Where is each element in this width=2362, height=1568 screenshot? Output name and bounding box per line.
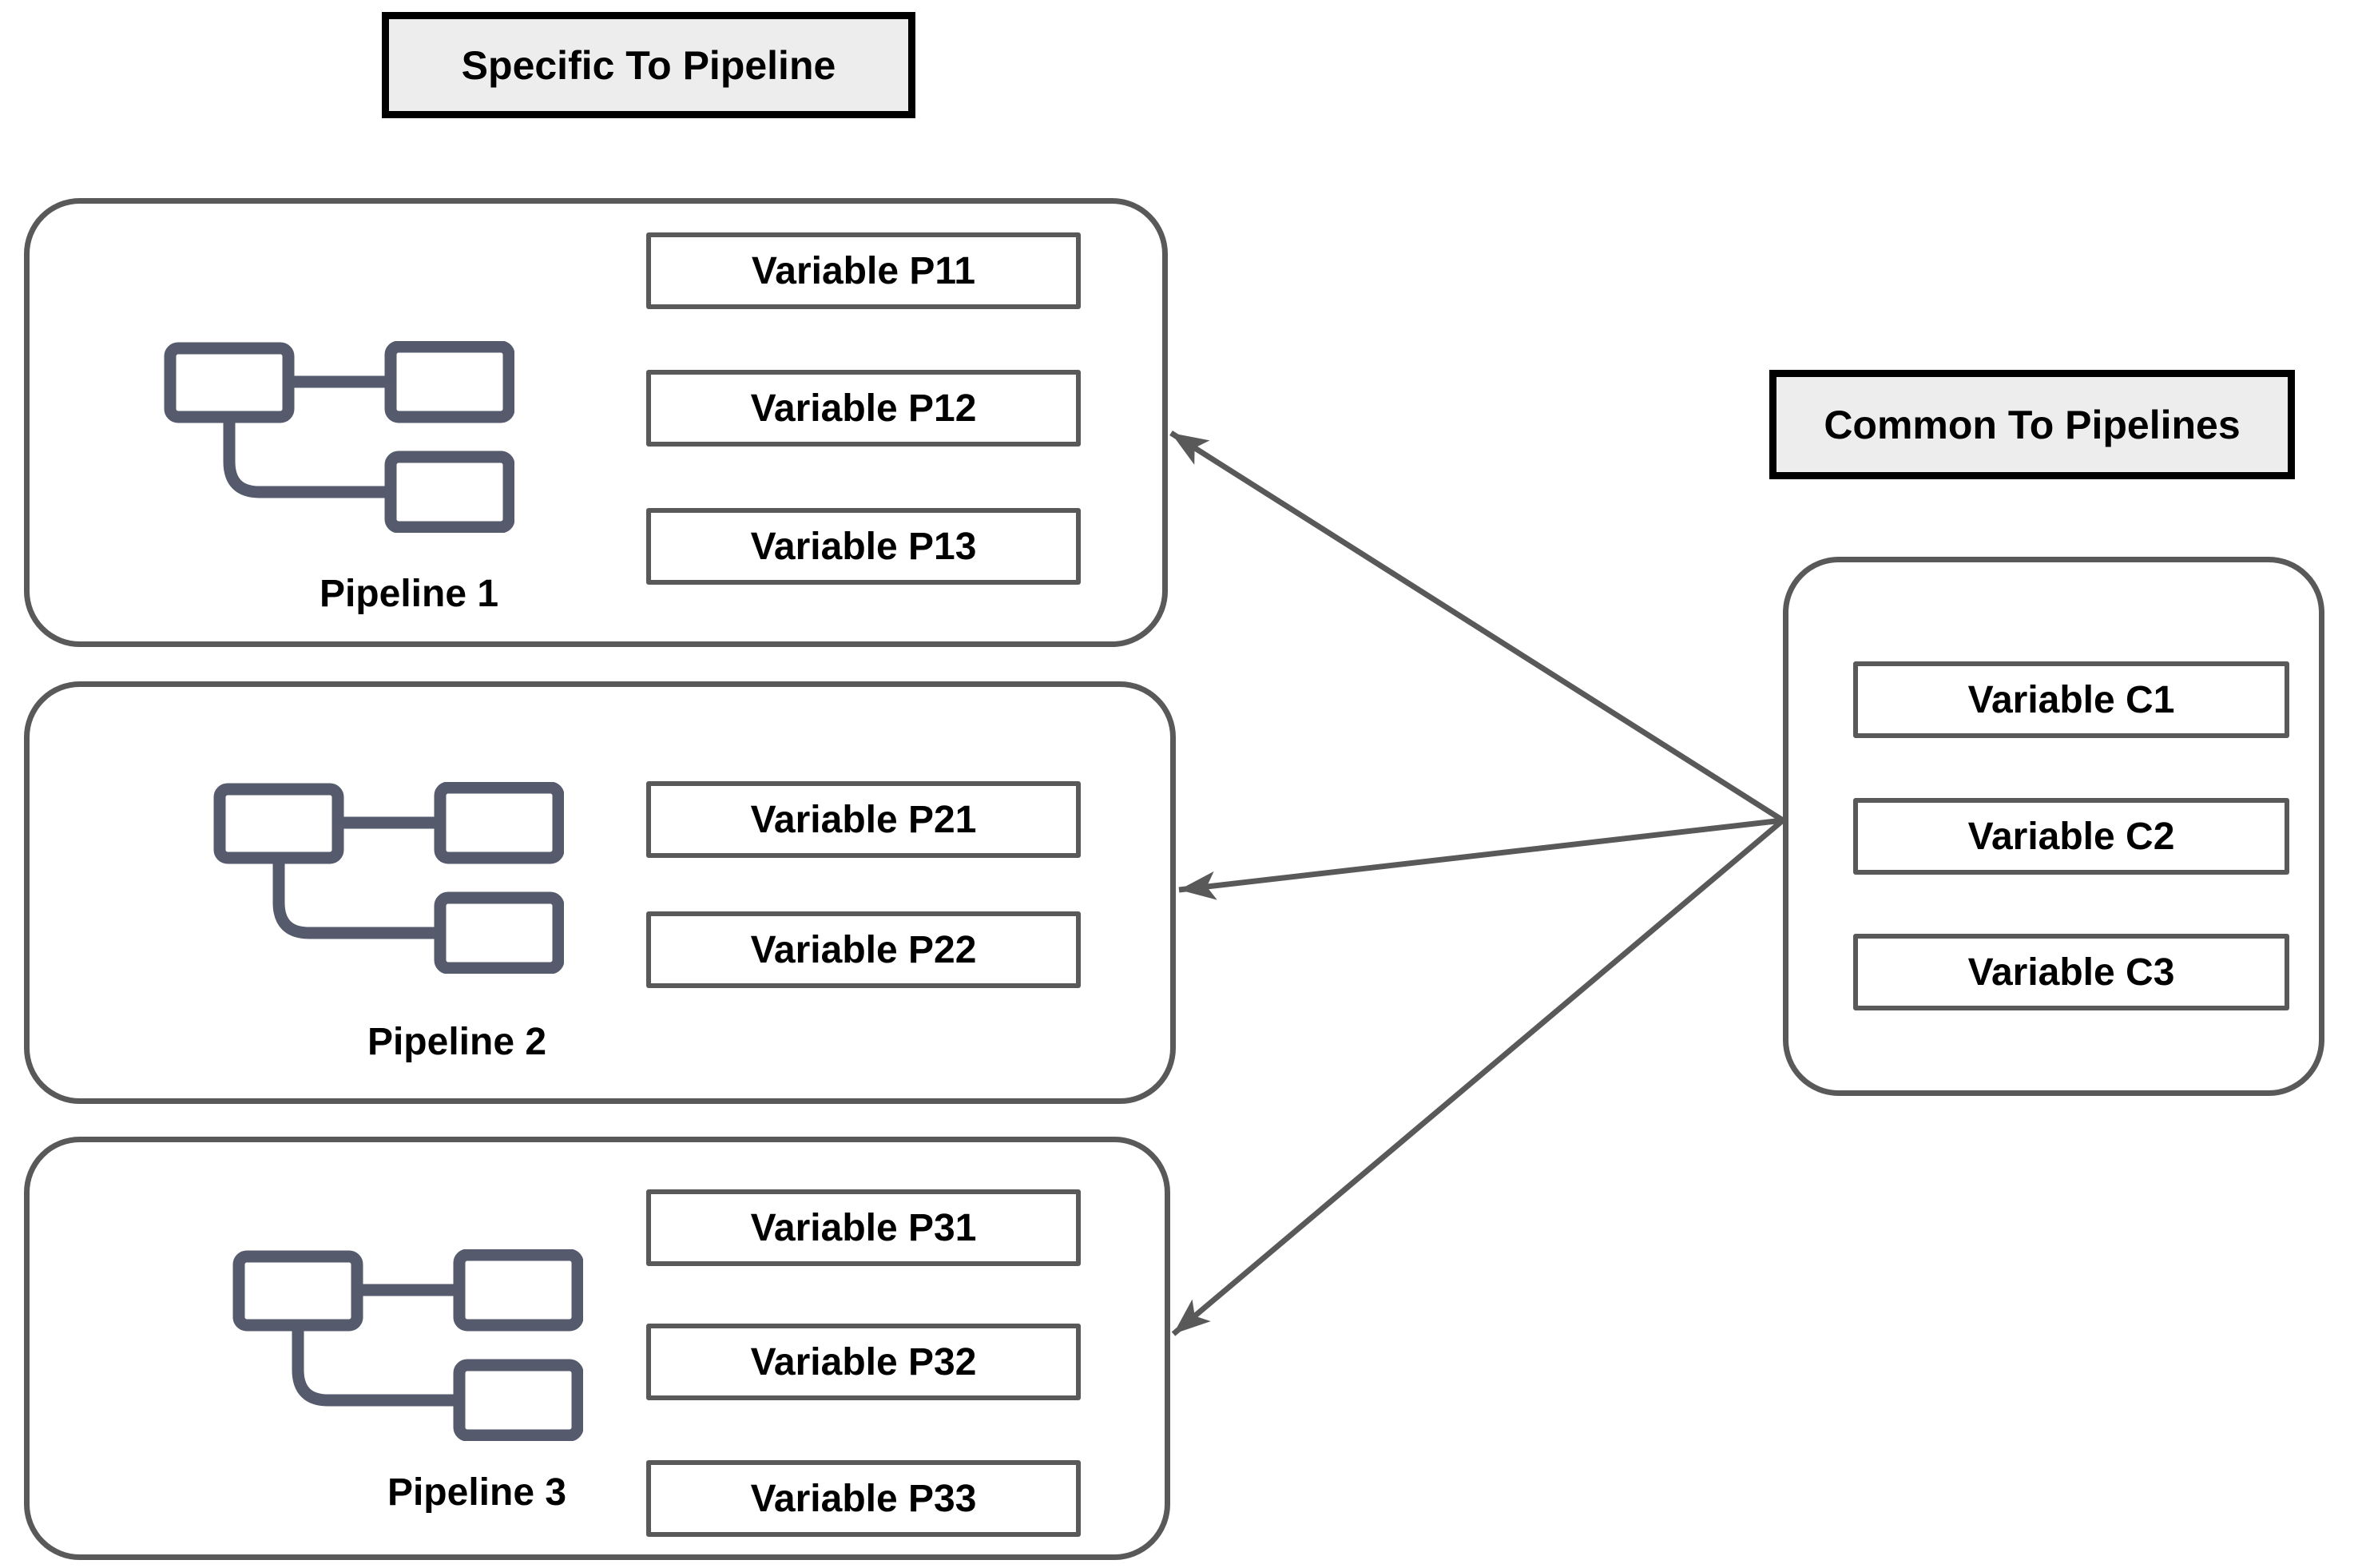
common-variables-container: Variable C1 Variable C2 Variable C3: [1783, 557, 2324, 1096]
variable-box-p21: Variable P21: [646, 781, 1081, 858]
common-to-pipelines-heading: Common To Pipelines: [1769, 370, 2295, 479]
arrow-common-to-pipeline-1: [1169, 431, 1784, 823]
pipeline-1-container: Pipeline 1 Variable P11 Variable P12 Var…: [24, 198, 1168, 647]
pipeline-3-container: Pipeline 3 Variable P31 Variable P32 Var…: [24, 1137, 1170, 1560]
variable-box-c1: Variable C1: [1853, 661, 2289, 738]
pipeline-icon: [232, 1249, 583, 1441]
variable-box-c3: Variable C3: [1853, 934, 2289, 1010]
variable-box-c2: Variable C2: [1853, 798, 2289, 875]
pipeline-2-container: Pipeline 2 Variable P21 Variable P22: [24, 681, 1176, 1104]
pipeline-2-name: Pipeline 2: [367, 1021, 547, 1063]
arrow-common-to-pipeline-3: [1171, 818, 1785, 1336]
variable-box-p13: Variable P13: [646, 508, 1081, 585]
variable-box-p12: Variable P12: [646, 370, 1081, 447]
variable-box-p33: Variable P33: [646, 1460, 1081, 1537]
variable-box-p31: Variable P31: [646, 1189, 1081, 1266]
arrow-common-to-pipeline-2: [1178, 817, 1784, 900]
variable-box-p22: Variable P22: [646, 911, 1081, 988]
variable-box-p32: Variable P32: [646, 1324, 1081, 1400]
pipeline-icon: [213, 782, 564, 974]
pipeline-1-name: Pipeline 1: [319, 573, 499, 615]
variable-box-p11: Variable P11: [646, 232, 1081, 309]
pipeline-icon: [164, 341, 514, 533]
pipeline-3-name: Pipeline 3: [387, 1471, 567, 1514]
specific-to-pipeline-heading: Specific To Pipeline: [382, 12, 915, 118]
